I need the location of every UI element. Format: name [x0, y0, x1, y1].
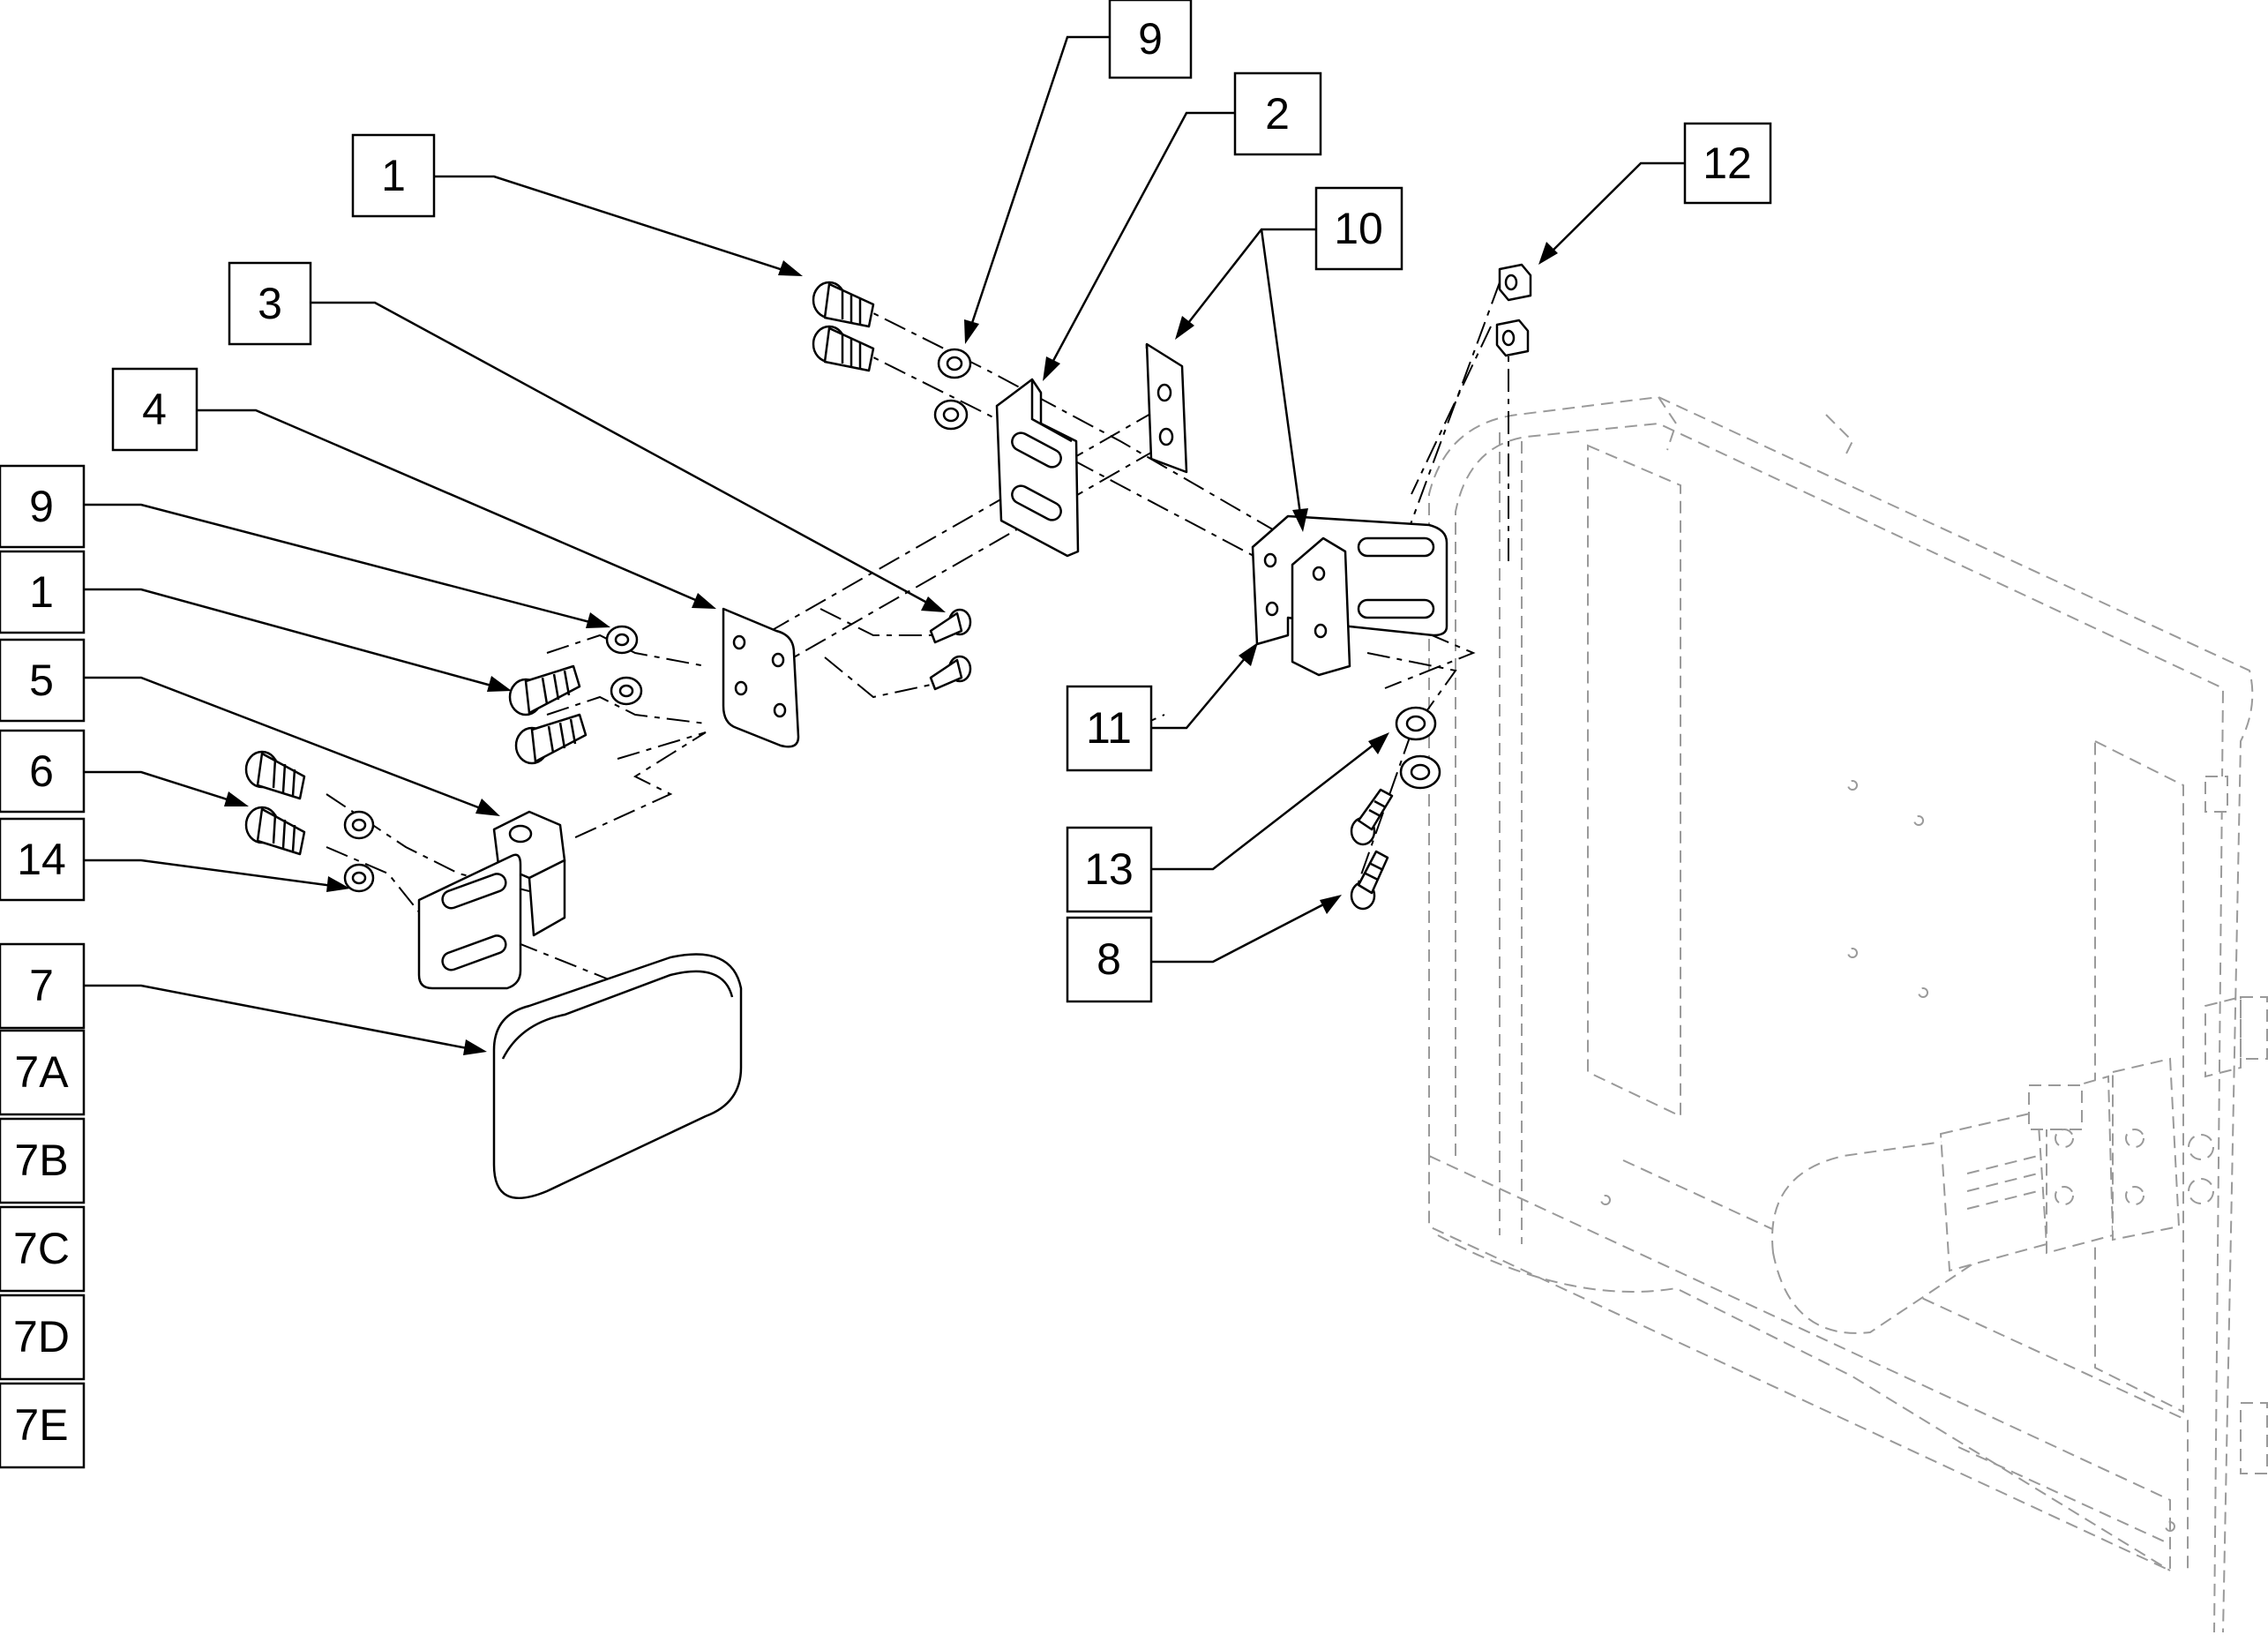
seat-back-frame	[1428, 395, 2268, 1633]
callout-7E: 7E	[0, 1382, 86, 1469]
callout-9-left: 9	[0, 464, 86, 549]
hardware-parts	[244, 263, 1532, 1199]
callout-label: 7A	[14, 1047, 69, 1097]
callout-9-top: 9	[1108, 0, 1193, 79]
callout-2: 2	[1233, 71, 1322, 156]
spacer-washer-icon	[1399, 754, 1441, 790]
square-nut-icon	[1498, 263, 1532, 302]
washer-icon	[605, 625, 639, 655]
callout-13: 13	[1066, 826, 1153, 913]
callout-7B: 7B	[0, 1117, 86, 1204]
callout-7A: 7A	[0, 1029, 86, 1116]
small-screw-icon	[929, 655, 972, 691]
callout-label: 7B	[14, 1136, 68, 1185]
callout-1-left: 1	[0, 550, 86, 634]
callout-label: 5	[29, 656, 54, 705]
square-nut-icon	[1495, 319, 1530, 357]
callout-3: 3	[228, 261, 312, 346]
callout-label: 9	[1138, 14, 1163, 64]
washer-icon	[343, 863, 375, 893]
callout-label: 12	[1703, 139, 1752, 188]
callout-7D: 7D	[0, 1294, 86, 1381]
leader-lines	[84, 35, 1685, 1055]
callout-11: 11	[1066, 685, 1153, 772]
callout-label: 14	[17, 835, 66, 884]
callout-label: 3	[258, 279, 282, 328]
callout-label: 7C	[13, 1224, 70, 1273]
callout-label: 1	[381, 151, 406, 200]
screw-icon	[812, 281, 875, 328]
callout-6: 6	[0, 729, 86, 814]
callout-label: 9	[29, 482, 54, 531]
small-screw-icon	[929, 608, 972, 644]
callout-10: 10	[1314, 186, 1403, 271]
callout-4: 4	[111, 367, 198, 452]
callout-label: 4	[142, 385, 167, 434]
screw-icon	[244, 806, 306, 856]
spacer-washer-icon	[1395, 706, 1437, 741]
mounting-plate-icon	[722, 607, 800, 748]
small-screw-icon	[1350, 850, 1389, 911]
callout-7: 7	[0, 942, 86, 1030]
slotted-bracket-icon	[995, 378, 1080, 558]
right-angle-bracket-icon	[1251, 514, 1448, 677]
callout-label: 10	[1334, 204, 1383, 253]
callout-5: 5	[0, 638, 86, 723]
screw-icon	[508, 664, 581, 716]
callout-12: 12	[1683, 122, 1772, 205]
screw-icon	[812, 325, 875, 372]
washer-icon	[343, 810, 375, 840]
washer-icon	[610, 676, 643, 706]
callout-label: 2	[1265, 89, 1290, 139]
callout-label: 7	[29, 961, 54, 1010]
callout-1-top: 1	[351, 133, 436, 218]
screw-icon	[244, 750, 306, 800]
callout-label: 1	[29, 567, 54, 617]
callout-label: 13	[1084, 844, 1134, 894]
callout-14: 14	[0, 817, 86, 902]
callout-7C: 7C	[0, 1205, 86, 1293]
headrest-pad-icon	[492, 953, 743, 1199]
small-screw-icon	[1350, 788, 1394, 846]
callout-label: 11	[1086, 703, 1132, 753]
spacer-block-icon	[1145, 342, 1188, 474]
callout-label: 7E	[14, 1400, 68, 1450]
washer-icon	[937, 348, 972, 379]
callout-8: 8	[1066, 916, 1153, 1003]
callout-label: 6	[29, 746, 54, 796]
slotted-bracket-icon	[417, 853, 522, 990]
washer-icon	[933, 399, 969, 431]
callout-label: 8	[1097, 934, 1121, 984]
screw-icon	[514, 713, 588, 765]
callout-label: 7D	[13, 1312, 70, 1361]
